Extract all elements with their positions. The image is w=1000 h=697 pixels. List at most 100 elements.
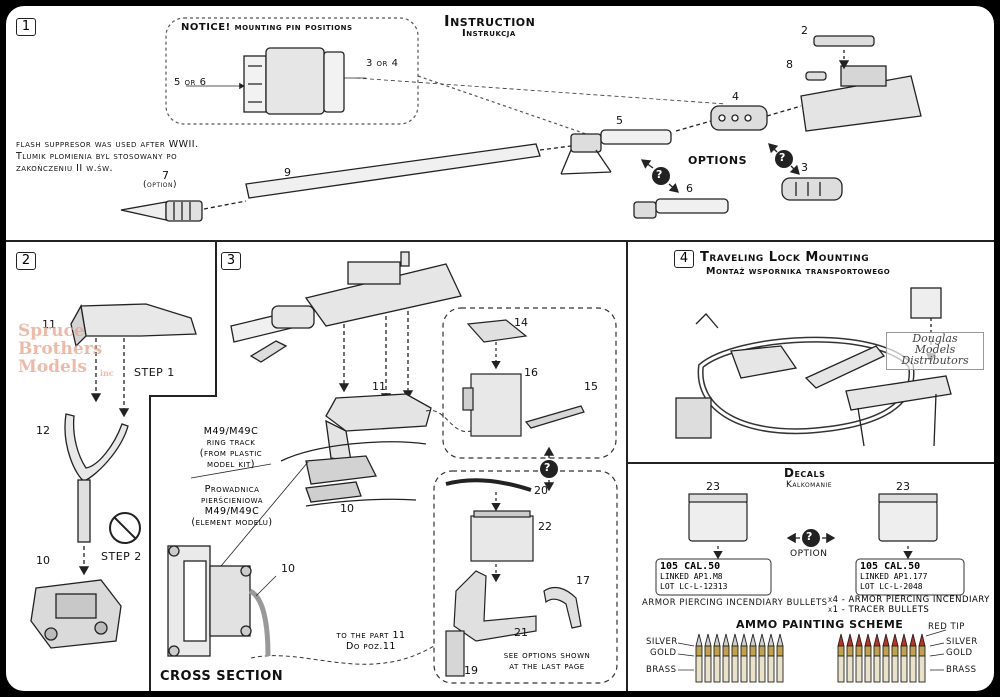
part-4-label: 4 (732, 90, 739, 103)
decal-right-text: 105 CAL.50 LINKED AP1.177 LOT LC-L-2048 (860, 561, 962, 592)
option-mark: ? (779, 151, 786, 164)
ammo-label-brass: BRASS (646, 665, 677, 675)
bullet-band (722, 645, 730, 657)
ammo-label-brass: BRASS (946, 665, 977, 675)
bullet-casing (749, 655, 757, 683)
part-20-label: 20 (534, 484, 548, 497)
bullet-casing (776, 655, 784, 683)
bullet-band (891, 645, 899, 657)
bullet-casing (909, 655, 917, 683)
part-9-label: 9 (284, 166, 291, 179)
bullet-band (864, 645, 872, 657)
bullet-tip (873, 633, 881, 647)
bullet-casing (882, 655, 890, 683)
bullets-left (695, 633, 784, 683)
prowadnica-note: Prowadnica pierścieniowa M49/M49C (eleme… (176, 484, 288, 528)
prowadnica-line: (element modelu) (191, 517, 273, 528)
decal-line: LINKED AP1.M8 (660, 572, 723, 581)
part-6-label: 6 (686, 182, 693, 195)
group1-parts (462, 319, 585, 437)
notice-callout (165, 17, 587, 135)
bullet-cartridge (758, 633, 766, 683)
panel-dividers (6, 240, 994, 691)
ammo-can-decal-left (688, 493, 748, 560)
bullet-tip (909, 633, 917, 647)
watermark-line: Brothers (18, 339, 103, 359)
part-10-cross-label: 10 (281, 562, 295, 575)
bullet-tip (918, 633, 926, 647)
ring-track-line: M49/M49C (203, 426, 259, 437)
bullet-cartridge (749, 633, 757, 683)
flash-note-line: zakończeniu II w.św. (16, 163, 114, 174)
ring-track-arc (280, 441, 427, 462)
watermark-line: Models (18, 357, 87, 377)
bullet-band (882, 645, 890, 657)
bullet-band (873, 645, 881, 657)
bullet-tip (704, 633, 712, 647)
decal-panel-left (655, 558, 772, 596)
bullet-casing (837, 655, 845, 683)
prowadnica-line: pierścieniowa (200, 495, 264, 506)
bullet-band (909, 645, 917, 657)
bullet-tip (767, 633, 775, 647)
bullet-cartridge (695, 633, 703, 683)
bullet-cartridge (776, 633, 784, 683)
barrel-assembly (120, 35, 922, 222)
panel-4-subtitle: Montaż wspornika transportowego (706, 266, 891, 277)
bullet-cartridge (900, 633, 908, 683)
bullet-tip (776, 633, 784, 647)
bullet-casing (740, 655, 748, 683)
ammo-label-red-tip: RED TIP (928, 622, 965, 632)
decal-option-label: OPTION (790, 549, 828, 559)
part-11-label: 11 (372, 380, 386, 393)
ammo-label-gold: GOLD (650, 648, 677, 658)
cross-section-drawing (167, 545, 277, 657)
label-5-or-6: 5 or 6 (174, 77, 207, 88)
part-12-label: 12 (36, 424, 50, 437)
bullet-tip (855, 633, 863, 647)
part-11-label: 11 (42, 318, 56, 331)
decal-caption-line: x4 - ARMOR PIERCING INCENDIARY (828, 595, 990, 605)
sheet-title: Instruction (444, 12, 536, 30)
part-15-label: 15 (584, 380, 598, 393)
notice-title: NOTICE! mounting pin positions (181, 22, 353, 33)
ring-track-line: ring track (206, 437, 256, 448)
bullet-band (695, 645, 703, 657)
bullet-tip (695, 633, 703, 647)
part-19-label: 19 (464, 664, 478, 677)
instruction-sheet: Instruction Instrukcja 1 NOTICE! mountin… (6, 6, 994, 691)
bullet-casing (695, 655, 703, 683)
part-7-label: 7 (162, 169, 169, 182)
bullet-tip (713, 633, 721, 647)
bullet-tip (900, 633, 908, 647)
bullet-casing (713, 655, 721, 683)
ammo-can-decal-right (878, 493, 938, 560)
sheet-subtitle: Instrukcja (462, 28, 516, 39)
traveling-lock-drawing (675, 287, 952, 447)
part-5-label: 5 (616, 114, 623, 127)
decal-caption-line: x1 - TRACER BULLETS (828, 605, 930, 615)
watermark-line: Spruce (18, 321, 85, 341)
gun-on-mount-drawing (230, 251, 462, 403)
prowadnica-line: M49/M49C (204, 506, 260, 517)
bullet-tip (758, 633, 766, 647)
decal-left-text: 105 CAL.50 LINKED AP1.M8 LOT LC-L-12313 (660, 561, 768, 592)
see-options-note: see options shown at the last page (488, 650, 606, 672)
bullet-band (749, 645, 757, 657)
bullet-tip (722, 633, 730, 647)
bullet-cartridge (918, 633, 926, 683)
decal-line: 105 CAL.50 (660, 561, 721, 572)
no-glue-icon (109, 512, 141, 544)
mount-base-drawing (30, 579, 122, 649)
bullet-casing (704, 655, 712, 683)
ring-track-note: M49/M49C ring track (from plastic model … (186, 426, 276, 470)
bullet-band (758, 645, 766, 657)
part-14-label: 14 (514, 316, 528, 329)
decal-line: LINKED AP1.177 (860, 572, 928, 581)
bullet-casing (855, 655, 863, 683)
bullet-casing (767, 655, 775, 683)
step-1-label: STEP 1 (134, 366, 175, 379)
decal-line: LOT LC-L-12313 (660, 582, 728, 591)
bullet-band (855, 645, 863, 657)
option-mark: ? (806, 530, 813, 543)
